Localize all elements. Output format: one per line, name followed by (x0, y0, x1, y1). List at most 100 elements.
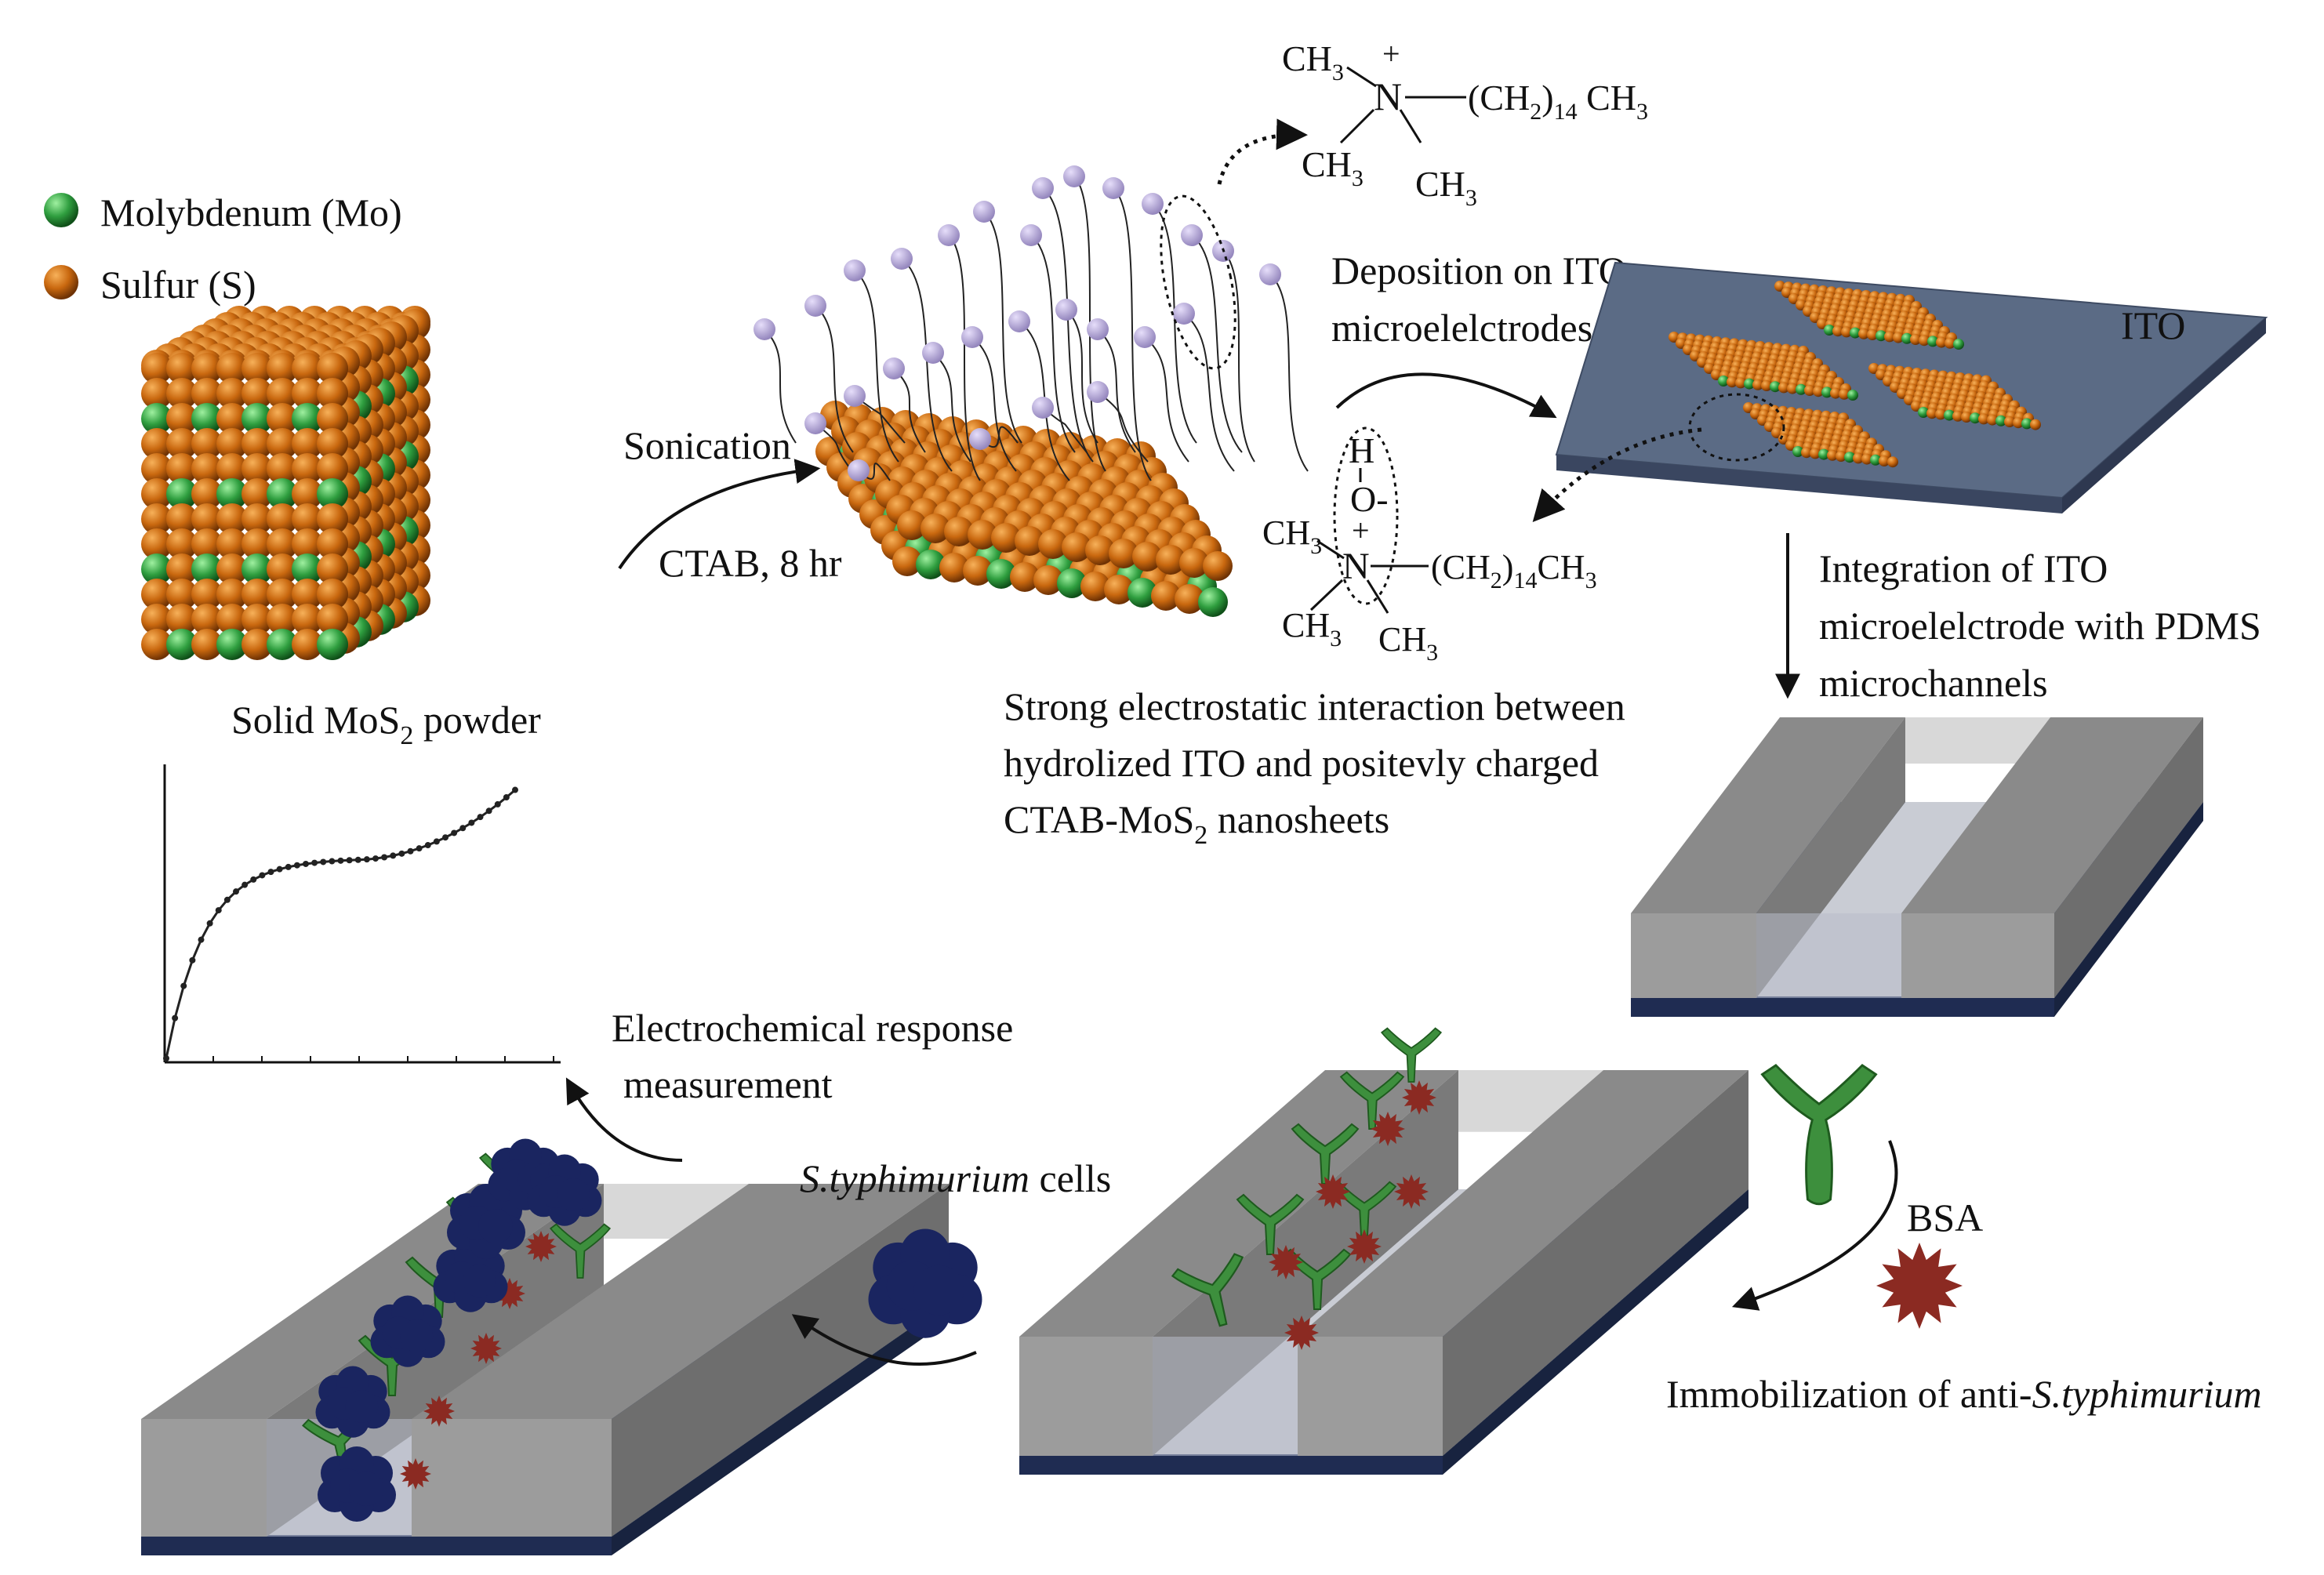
s-atom (317, 378, 348, 409)
curve-point (293, 862, 300, 869)
s-atom (1936, 336, 1947, 348)
ctab-head (1173, 303, 1195, 325)
ctab-head (844, 385, 866, 407)
ctab-highlight-ellipse (1160, 194, 1236, 370)
mid-o: O- (1350, 479, 1389, 519)
curve-point (223, 896, 231, 903)
deposition-label-line2: microelelctrodes (1331, 306, 1592, 350)
mid-bond-1 (1316, 539, 1345, 560)
mo-atom (141, 403, 172, 434)
s-atom (963, 556, 993, 586)
curve-point (337, 857, 344, 864)
ctab-head (973, 201, 995, 223)
mo-atom (166, 478, 198, 510)
s-atom (241, 453, 273, 484)
s-atom (1033, 565, 1063, 595)
electrochemical-label-line2: measurement (623, 1062, 833, 1106)
s-atom (1841, 326, 1852, 338)
mo-atom (1796, 383, 1807, 395)
mo-atom (191, 403, 223, 434)
s-atom (1853, 452, 1864, 464)
curve-point (363, 856, 370, 863)
s-atom (1926, 408, 1937, 419)
s-atom (1735, 377, 1746, 389)
s-atom (216, 553, 248, 585)
antibody-body (1291, 1123, 1360, 1185)
bacterium (527, 1154, 602, 1226)
graph-ticks (212, 1056, 554, 1062)
s-atom (1743, 402, 1754, 413)
ctab-tail (1183, 313, 1235, 472)
mo-atom (292, 403, 323, 434)
s-atom (191, 579, 223, 610)
s-atom (1788, 293, 1799, 304)
mo-atom (1970, 412, 1981, 424)
molybdenum-legend-sphere (44, 193, 78, 227)
bacteria-arrow (791, 1314, 977, 1366)
s-atom (1132, 542, 1162, 572)
s-atom (241, 478, 273, 510)
mid-bond-3 (1309, 579, 1344, 611)
s-atom (191, 528, 223, 560)
mo-atom (317, 478, 348, 510)
s-atom (1752, 379, 1763, 390)
ctab-head (753, 318, 775, 340)
mid-chain: (CH2)14CH3 (1431, 548, 1597, 593)
s-atom (1683, 344, 1694, 355)
s-atom (939, 553, 969, 582)
ctab-head (848, 459, 870, 481)
curve-point (433, 838, 440, 845)
strong-interaction-line1: Strong electrostatic interaction between (1004, 684, 1625, 728)
s-atom (1836, 451, 1846, 462)
s-atom (1897, 388, 1908, 399)
s-atom (241, 428, 273, 459)
curve-point (398, 850, 405, 857)
s-atom (317, 403, 348, 434)
antibody-body (1380, 1027, 1443, 1083)
s-atom (1704, 363, 1715, 374)
curve-point (346, 857, 353, 864)
s-atom (1883, 376, 1894, 386)
s-atom (216, 453, 248, 484)
bacterium (370, 1295, 445, 1367)
substrate-side (612, 1301, 949, 1555)
mo-atom (1824, 325, 1835, 336)
sonication-arrow (618, 459, 821, 570)
s-atom (1010, 562, 1040, 592)
ctab-tail (1097, 391, 1149, 463)
s-atom (897, 510, 927, 540)
bacterium-lobe (557, 1178, 590, 1211)
s-atom (1764, 421, 1775, 432)
deposition-label-line1: Deposition on ITO (1331, 249, 1627, 292)
channel-front (1756, 913, 1901, 998)
s-atom (1890, 382, 1901, 393)
ito-substrate-front (1556, 455, 2062, 514)
strong-interaction-line3: CTAB-MoS2 nanosheets (1004, 797, 1389, 850)
mo-atom (191, 553, 223, 585)
ito-electrode: ITO (1532, 261, 2268, 522)
curve-point (424, 842, 431, 849)
s-atom (1839, 388, 1850, 400)
top-ch3-b: CH3 (1302, 144, 1364, 191)
s-atom (317, 528, 348, 560)
mo-atom (267, 629, 298, 660)
mo-atom (1744, 378, 1755, 390)
ctab-head (883, 357, 905, 379)
s-atom (166, 553, 198, 585)
s-atom (141, 353, 172, 384)
ctab-structure-top: CH3 + N (CH2)14 CH3 CH3 CH3 (1282, 36, 1648, 211)
bsa-icon (1876, 1243, 1963, 1329)
curve-point (259, 872, 266, 879)
s-atom (191, 428, 223, 459)
ctab-head (891, 248, 913, 270)
s-atom (1804, 385, 1815, 396)
ctab-tail (1097, 328, 1136, 453)
curve-point (390, 852, 397, 859)
top-ch3-c: CH3 (1415, 164, 1477, 211)
s-atom (166, 453, 198, 484)
mo-atom (1918, 407, 1929, 418)
ctab-head (961, 326, 983, 348)
mo-atom (2021, 418, 2032, 430)
ctab-head (1087, 318, 1109, 340)
